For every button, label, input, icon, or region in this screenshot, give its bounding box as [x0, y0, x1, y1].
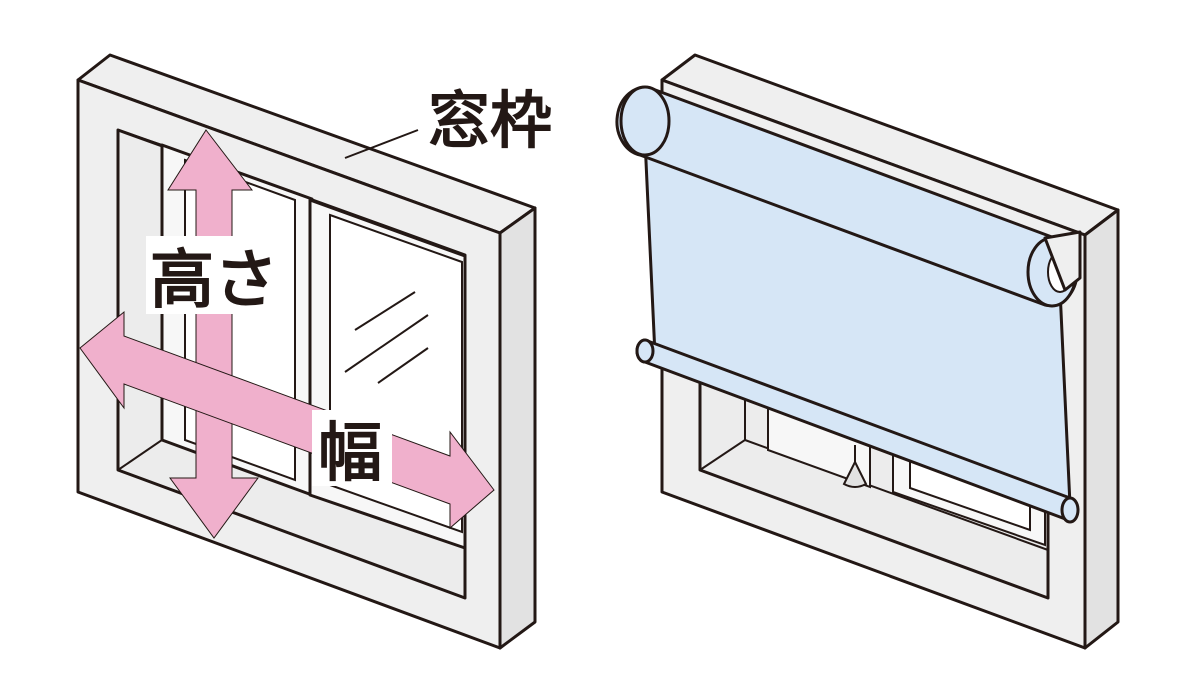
- left-frame-side: [498, 206, 537, 650]
- right-frame-side: [1083, 208, 1120, 650]
- right-window-illustration: [615, 53, 1120, 650]
- left-window-illustration: 高さ 幅 窓枠: [76, 53, 556, 650]
- height-label: 高さ: [150, 244, 278, 318]
- width-label: 幅: [318, 417, 382, 491]
- height-arrow: [167, 129, 259, 539]
- frame-leader-line: [344, 129, 419, 159]
- top-roller-left-end: [619, 85, 671, 157]
- pull-cord-handle: [842, 459, 868, 488]
- frame-label: 窓枠: [428, 84, 552, 157]
